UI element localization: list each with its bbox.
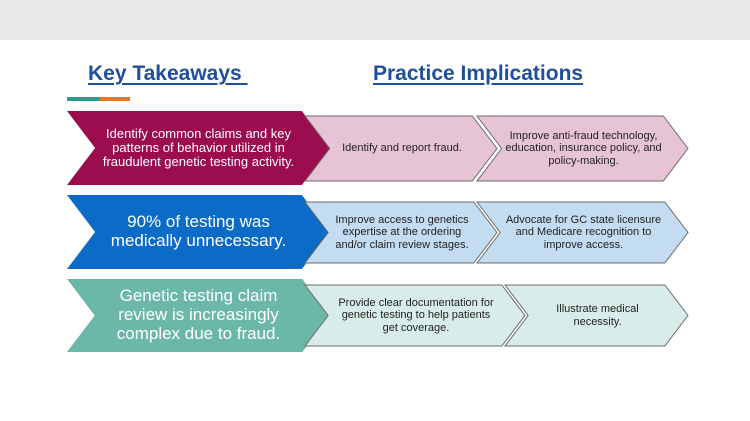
takeaway-chevron-text: 90% of testing was medically unnecessary…	[110, 212, 287, 250]
key-takeaways-heading: Key Takeaways	[88, 62, 248, 85]
takeaway-chevron-text: Genetic testing claim review is increasi…	[116, 286, 281, 343]
implication-chevron: Advocate for GC state licensure and Medi…	[475, 201, 689, 264]
implication-chevron-text: Illustrate medical necessity.	[556, 303, 639, 328]
implication-chevron: Illustrate medical necessity.	[503, 284, 689, 347]
accent-bar-orange	[100, 97, 130, 101]
implication-chevron-text: Improve access to genetics expertise at …	[335, 214, 469, 251]
implication-chevron: Provide clear documentation for genetic …	[303, 284, 526, 347]
implication-chevron-text: Advocate for GC state licensure and Medi…	[505, 214, 662, 251]
implication-chevron-text: Improve anti-fraud technology, education…	[505, 130, 662, 167]
takeaway-chevron-text: Identify common claims and key patterns …	[102, 125, 295, 170]
implication-chevron: Improve anti-fraud technology, education…	[475, 115, 689, 182]
practice-implications-heading: Practice Implications	[373, 62, 584, 85]
implication-chevron-text: Provide clear documentation for genetic …	[338, 297, 494, 334]
implication-chevron-text: Identify and report fraud.	[342, 142, 462, 155]
top-banner	[0, 0, 750, 40]
takeaway-chevron: Identify common claims and key patterns …	[67, 111, 330, 185]
accent-bar-teal	[67, 97, 100, 101]
implication-chevron: Improve access to genetics expertise at …	[303, 201, 498, 264]
takeaway-chevron: 90% of testing was medically unnecessary…	[67, 195, 330, 269]
takeaway-chevron: Genetic testing claim review is increasi…	[67, 279, 330, 352]
implication-chevron: Identify and report fraud.	[303, 115, 498, 182]
